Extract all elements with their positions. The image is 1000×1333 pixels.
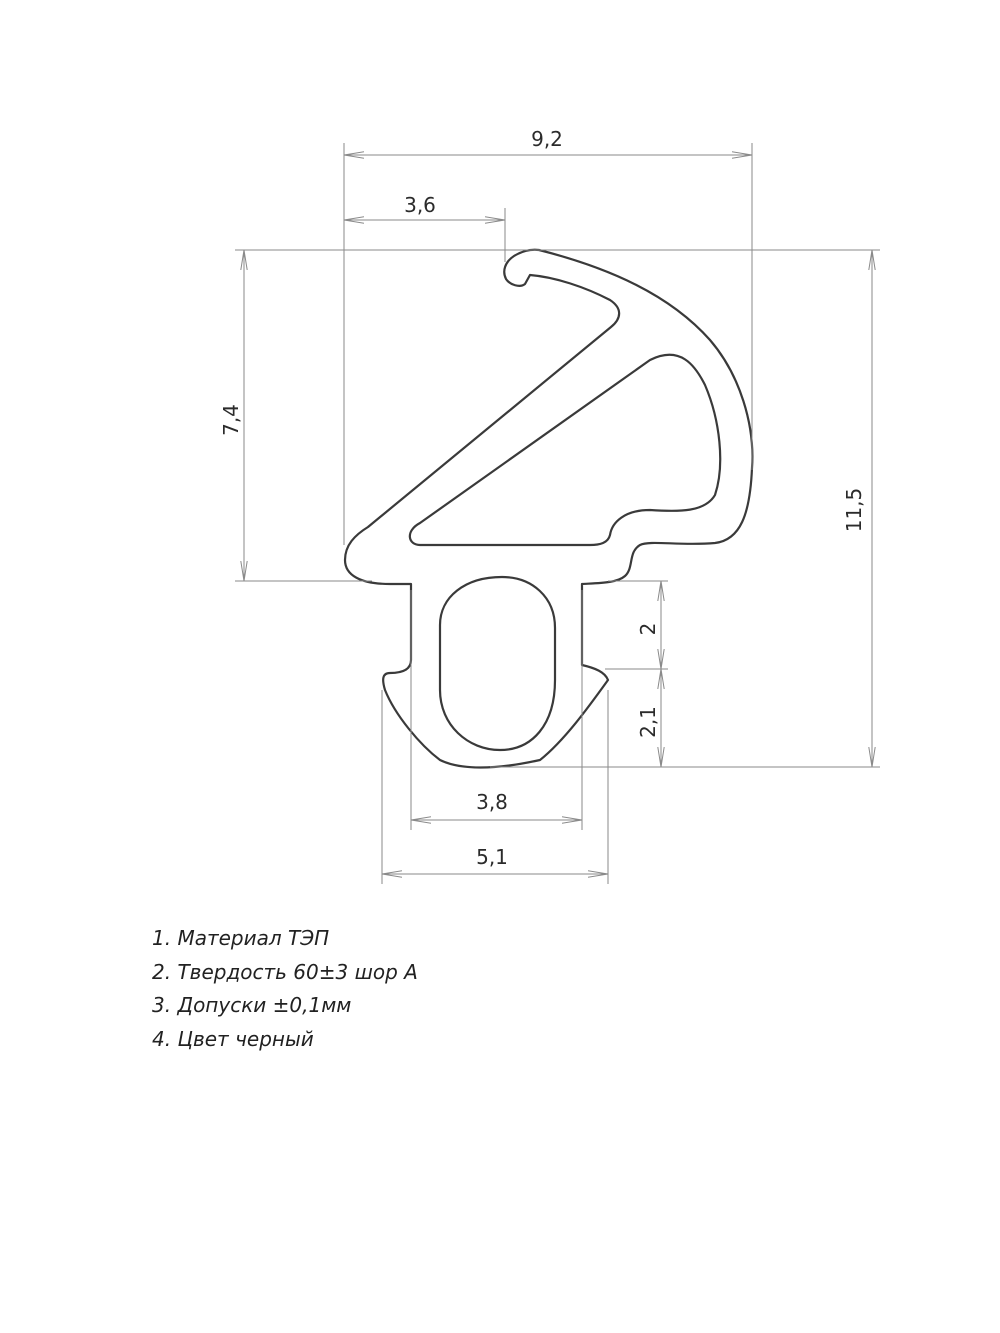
note-color: 4. Цвет черный [152,1026,314,1051]
dim-label-tip-offset: 3,6 [404,193,436,217]
dim-label-neck-height: 2 [636,623,660,636]
dim-label-neck-width: 3,8 [476,790,508,814]
dim-label-overall-height: 11,5 [842,488,866,533]
dimension-lines [235,143,880,884]
note-tolerance: 3. Допуски ±0,1мм [152,993,352,1017]
note-hardness: 2. Твердость 60±3 шор А [152,959,418,984]
profile-outer-contour [343,248,754,769]
profile-triangular-cavity [408,353,722,547]
dim-label-overall-width: 9,2 [531,127,563,151]
specification-notes: 1. Материал ТЭП 2. Твердость 60±3 шор А … [152,922,418,1056]
dim-label-foot-width: 5,1 [476,845,508,869]
profile-bulb-cavity [438,575,557,752]
dim-label-head-height: 7,4 [219,404,243,436]
dimension-labels: 9,2 3,6 7,4 11,5 2 2,1 3,8 5,1 [219,127,866,869]
dim-label-foot-height: 2,1 [636,706,660,738]
seal-profile [343,248,754,769]
note-material: 1. Материал ТЭП [152,926,330,950]
